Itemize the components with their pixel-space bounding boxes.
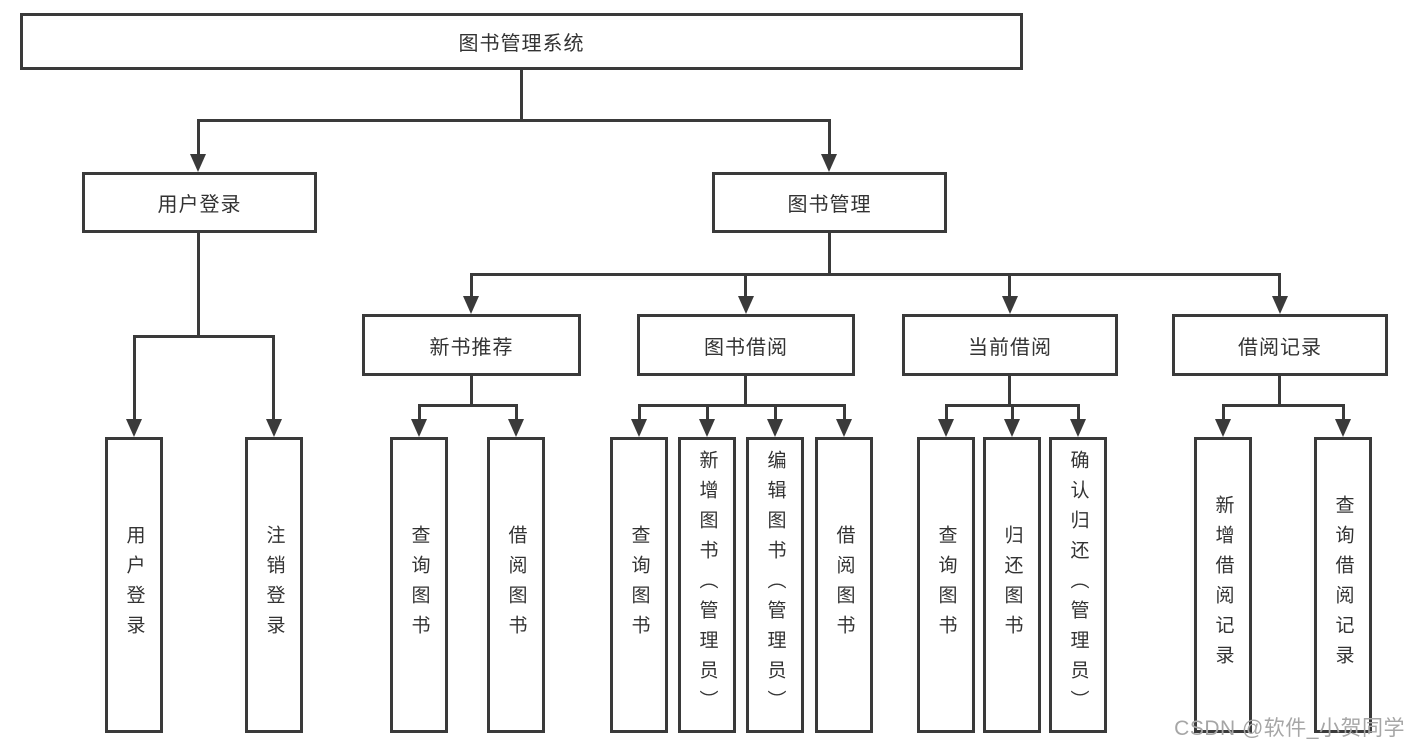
node-label: 归还图书 xyxy=(1001,525,1023,645)
connector-line xyxy=(197,119,200,155)
leaf-query-borrow-record: 查询借阅记录 xyxy=(1314,437,1372,733)
connector-line xyxy=(774,404,777,420)
leaf-edit-book-admin: 编辑图书（管理员） xyxy=(746,437,804,733)
node-label: 图书借阅 xyxy=(704,336,788,359)
node-label: 新增借阅记录 xyxy=(1212,495,1234,675)
node-root-library-system: 图书管理系统 xyxy=(20,13,1023,70)
connector-line xyxy=(638,404,641,420)
leaf-add-borrow-record: 新增借阅记录 xyxy=(1194,437,1252,733)
connector-line xyxy=(520,70,523,120)
node-label: 查询图书 xyxy=(408,525,430,645)
arrowhead-down-icon xyxy=(1004,419,1020,437)
connector-line xyxy=(1011,404,1014,420)
node-label: 查询图书 xyxy=(628,525,650,645)
leaf-query-books-borrow: 查询图书 xyxy=(610,437,668,733)
arrowhead-down-icon xyxy=(938,419,954,437)
leaf-user-login: 用户登录 xyxy=(105,437,163,733)
arrowhead-down-icon xyxy=(1335,419,1351,437)
connector-line xyxy=(744,376,747,406)
node-label: 用户登录 xyxy=(157,194,242,216)
connector-line xyxy=(133,335,275,338)
node-label: 借阅记录 xyxy=(1238,336,1322,359)
leaf-query-books-current: 查询图书 xyxy=(917,437,975,733)
node-label: 新书推荐 xyxy=(429,336,514,359)
connector-line xyxy=(133,335,136,420)
node-label: 确认归还（管理员） xyxy=(1067,450,1089,720)
leaf-confirm-return-admin: 确认归还（管理员） xyxy=(1049,437,1107,733)
connector-line xyxy=(1077,404,1080,420)
leaf-query-books-recommend: 查询图书 xyxy=(390,437,448,733)
arrowhead-down-icon xyxy=(190,154,206,172)
connector-line xyxy=(843,404,846,420)
leaf-borrow-books-recommend: 借阅图书 xyxy=(487,437,545,733)
connector-line xyxy=(515,404,518,420)
leaf-return-book: 归还图书 xyxy=(983,437,1041,733)
connector-line xyxy=(197,233,200,338)
node-current-borrowing: 当前借阅 xyxy=(902,314,1118,376)
node-label: 注销登录 xyxy=(263,525,285,645)
connector-line xyxy=(1222,404,1225,420)
connector-line xyxy=(638,404,845,407)
connector-line xyxy=(470,376,473,406)
arrowhead-down-icon xyxy=(1002,296,1018,314)
arrowhead-down-icon xyxy=(411,419,427,437)
leaf-add-book-admin: 新增图书（管理员） xyxy=(678,437,736,733)
arrowhead-down-icon xyxy=(1070,419,1086,437)
leaf-logout: 注销登录 xyxy=(245,437,303,733)
node-label: 图书管理系统 xyxy=(458,33,585,55)
node-label: 借阅图书 xyxy=(833,525,855,645)
node-user-login: 用户登录 xyxy=(82,172,317,233)
node-label: 用户登录 xyxy=(123,525,145,645)
connector-line xyxy=(418,404,421,420)
arrowhead-down-icon xyxy=(1272,296,1288,314)
connector-line xyxy=(470,273,473,297)
connector-line xyxy=(418,404,517,407)
arrowhead-down-icon xyxy=(508,419,524,437)
arrowhead-down-icon xyxy=(126,419,142,437)
node-label: 新增图书（管理员） xyxy=(696,450,718,720)
node-label: 当前借阅 xyxy=(968,336,1052,359)
arrowhead-down-icon xyxy=(767,419,783,437)
node-label: 借阅图书 xyxy=(505,525,527,645)
node-new-book-recommend: 新书推荐 xyxy=(362,314,581,376)
arrowhead-down-icon xyxy=(266,419,282,437)
connector-line xyxy=(706,404,709,420)
connector-line xyxy=(1342,404,1345,420)
connector-line xyxy=(1278,376,1281,406)
node-book-management: 图书管理 xyxy=(712,172,947,233)
connector-line xyxy=(272,335,275,420)
arrowhead-down-icon xyxy=(821,154,837,172)
leaf-borrow-books: 借阅图书 xyxy=(815,437,873,733)
node-label: 编辑图书（管理员） xyxy=(764,450,786,720)
node-label: 图书管理 xyxy=(787,194,872,216)
connector-line xyxy=(470,273,1281,276)
connector-line xyxy=(198,119,831,122)
connector-line xyxy=(828,233,831,276)
connector-line xyxy=(744,273,747,297)
arrowhead-down-icon xyxy=(463,296,479,314)
arrowhead-down-icon xyxy=(836,419,852,437)
arrowhead-down-icon xyxy=(738,296,754,314)
node-borrow-records: 借阅记录 xyxy=(1172,314,1388,376)
connector-line xyxy=(828,119,831,155)
arrowhead-down-icon xyxy=(699,419,715,437)
arrowhead-down-icon xyxy=(631,419,647,437)
connector-line xyxy=(1278,273,1281,297)
node-label: 查询借阅记录 xyxy=(1332,495,1354,675)
connector-line xyxy=(1222,404,1344,407)
connector-line xyxy=(945,404,948,420)
node-label: 查询图书 xyxy=(935,525,957,645)
connector-line xyxy=(1008,273,1011,297)
node-book-borrowing: 图书借阅 xyxy=(637,314,855,376)
arrowhead-down-icon xyxy=(1215,419,1231,437)
connector-line xyxy=(1008,376,1011,406)
csdn-watermark: CSDN @软件_小贺同学 xyxy=(1174,717,1405,740)
